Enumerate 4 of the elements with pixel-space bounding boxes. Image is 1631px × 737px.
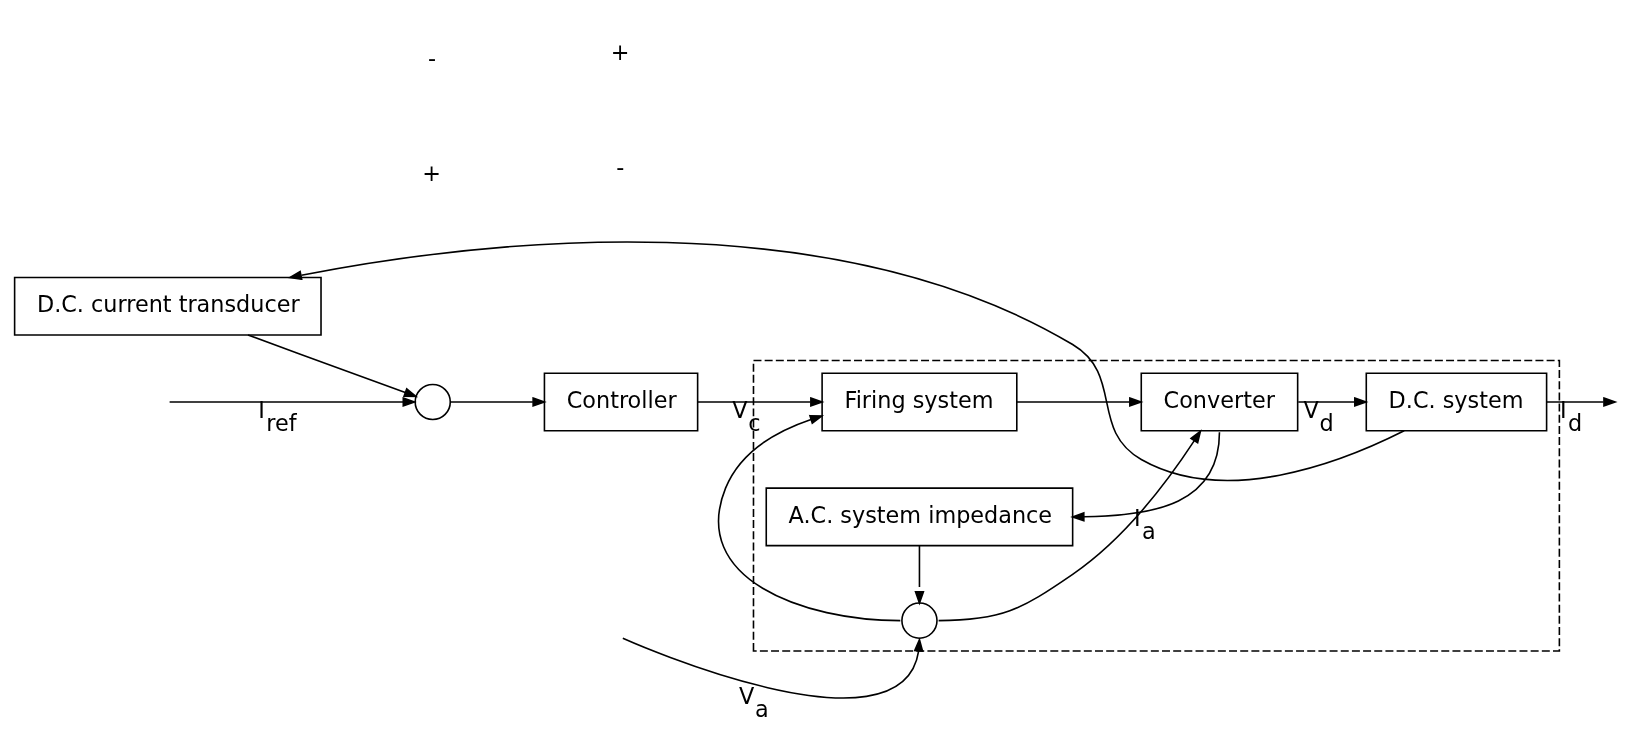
- label: +: [422, 160, 442, 187]
- label: -: [616, 153, 625, 180]
- label: +: [610, 39, 630, 66]
- label: -: [427, 45, 436, 72]
